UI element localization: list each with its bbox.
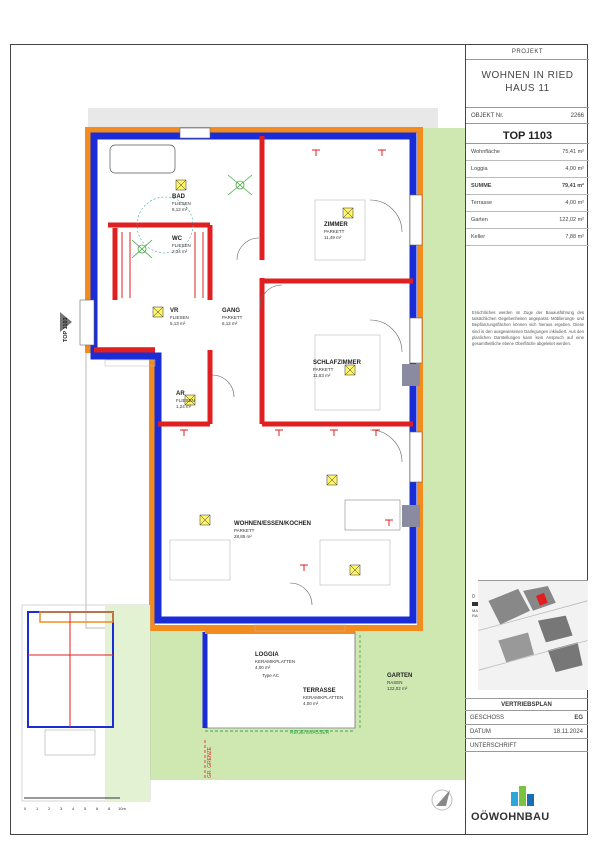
area-value: 4,00 m² xyxy=(565,200,584,206)
room-schlafzimmer-floor: PARKETT xyxy=(313,367,334,372)
area-label: Loggia xyxy=(471,166,488,172)
datum-row: DATUM 18.11.2024 xyxy=(465,724,588,738)
svg-text:4: 4 xyxy=(72,806,75,811)
area-label: Keller xyxy=(471,234,486,240)
area-row: SUMME 79,41 m² xyxy=(466,178,589,195)
room-terrasse-name: TERRASSE xyxy=(303,688,336,694)
project-name-line1: WOHNEN IN RIED xyxy=(481,70,574,81)
datum-label: DATUM xyxy=(470,729,491,735)
area-row: Terrasse 4,00 m² xyxy=(466,195,589,212)
room-schlafzimmer-area: 11,83 m² xyxy=(313,373,331,378)
garden-strip-right xyxy=(423,128,465,633)
svg-text:0: 0 xyxy=(24,806,27,811)
area-value: 122,02 m² xyxy=(559,217,584,223)
area-label: Wohnfläche xyxy=(471,149,500,155)
room-ar-name: AR xyxy=(176,391,185,397)
logo-icon xyxy=(511,786,534,806)
svg-text:1: 1 xyxy=(36,806,39,811)
area-row: Loggia 4,00 m² xyxy=(466,161,589,178)
objekt-label: OBJEKT Nr. xyxy=(471,113,504,119)
objekt-row: OBJEKT Nr. 2266 xyxy=(466,108,589,124)
sales-plan-label: VERTRIEBSPLAN xyxy=(465,698,588,710)
room-zimmer-area: 11,49 m² xyxy=(324,235,342,240)
room-gang-name: GANG xyxy=(222,308,240,314)
area-value: 79,41 m² xyxy=(561,183,584,189)
room-bad-name: BAD xyxy=(172,194,185,200)
svg-text:6: 6 xyxy=(96,806,99,811)
room-wc-floor: FLIESEN xyxy=(172,243,191,248)
room-vr-area: 5,13 m² xyxy=(170,321,186,326)
area-value: 75,41 m² xyxy=(562,149,584,155)
room-garten-area: 122,02 m² xyxy=(387,686,408,691)
geschoss-value: EG xyxy=(574,715,583,721)
page-frame xyxy=(10,44,588,835)
area-row: Garten 122,02 m² xyxy=(466,212,589,229)
room-schlafzimmer-name: SCHLAFZIMMER xyxy=(313,360,361,366)
geschoss-label: GESCHOSS xyxy=(470,715,505,721)
room-wc-area: 2,34 m² xyxy=(172,249,188,254)
info-panel: PROJEKT WOHNEN IN RIED HAUS 11 OBJEKT Nr… xyxy=(465,44,589,835)
room-loggia-name: LOGGIA xyxy=(255,652,279,658)
project-name-line2: HAUS 11 xyxy=(505,83,550,94)
svg-text:5: 5 xyxy=(84,806,87,811)
regenwasser-label: REGENWASSER xyxy=(290,730,330,736)
garden-strip-top xyxy=(88,108,438,128)
area-row: Keller 7,88 m² xyxy=(466,229,589,246)
room-terrasse-floor: KERAMIKPLATTEN xyxy=(303,695,344,700)
room-wohnen-area: 28,85 m² xyxy=(234,534,252,539)
svg-text:8: 8 xyxy=(108,806,111,811)
area-row: Wohnfläche 75,41 m² xyxy=(466,144,589,161)
datum-value: 18.11.2024 xyxy=(553,729,583,735)
objekt-number: 2266 xyxy=(570,113,584,119)
property-boundary-label: GR. GRENZE xyxy=(207,746,213,778)
room-loggia-floor: KERAMIKPLATTEN xyxy=(255,659,296,664)
disclaimer-text: Ersichtliches werden im Zuge der Bauausf… xyxy=(472,310,584,347)
unterschrift-row: UNTERSCHRIFT xyxy=(465,738,588,752)
scale-num-0: 0 xyxy=(472,594,475,600)
area-table: Wohnfläche 75,41 m² Loggia 4,00 m² SUMME 79,4… xyxy=(466,144,589,246)
svg-text:2: 2 xyxy=(48,806,51,811)
room-ar-floor: FLIESEN xyxy=(176,398,195,403)
unterschrift-label: UNTERSCHRIFT xyxy=(470,743,517,749)
room-zimmer-name: ZIMMER xyxy=(324,222,348,228)
project-name: WOHNEN IN RIED HAUS 11 xyxy=(466,60,589,108)
room-loggia-area: 4,00 m² xyxy=(255,665,271,670)
type-ac-note: Type AC xyxy=(262,673,280,678)
room-ar-area: 1,24 m² xyxy=(176,404,192,409)
room-gang-area: 6,12 m² xyxy=(222,321,238,326)
svg-text:10m: 10m xyxy=(118,806,126,811)
room-bad-area: 6,12 m² xyxy=(172,207,188,212)
room-gang-floor: PARKETT xyxy=(222,315,243,320)
room-vr-floor: FLIESEN xyxy=(170,315,189,320)
room-garten-name: GARTEN xyxy=(387,673,413,679)
svg-text:3: 3 xyxy=(60,806,63,811)
location-map xyxy=(478,580,588,690)
logo-text: OÖWOHNBAU xyxy=(471,811,550,823)
room-zimmer-floor: PARKETT xyxy=(324,229,345,234)
area-label: Terrasse xyxy=(471,200,493,206)
room-wohnen-floor: PARKETT xyxy=(234,528,255,533)
room-wc-name: WC xyxy=(172,236,182,242)
area-label: Garten xyxy=(471,217,488,223)
geschoss-row: GESCHOSS EG xyxy=(465,710,588,724)
room-wohnen-name: WOHNEN/ESSEN/KOCHEN xyxy=(234,521,312,527)
area-label: SUMME xyxy=(471,183,492,189)
room-garten-floor: RASEN xyxy=(387,680,403,685)
room-bad-floor: FLIESEN xyxy=(172,201,191,206)
top-side-label: TOP 1103 xyxy=(63,317,69,342)
unit-title: TOP 1103 xyxy=(466,128,589,144)
area-value: 4,00 m² xyxy=(565,166,584,172)
area-value: 7,88 m² xyxy=(565,234,584,240)
room-terrasse-area: 4,00 m² xyxy=(303,701,319,706)
logo: OÖWOHNBAU xyxy=(465,782,588,835)
project-label: PROJEKT xyxy=(466,44,589,60)
room-vr-name: VR xyxy=(170,308,179,314)
